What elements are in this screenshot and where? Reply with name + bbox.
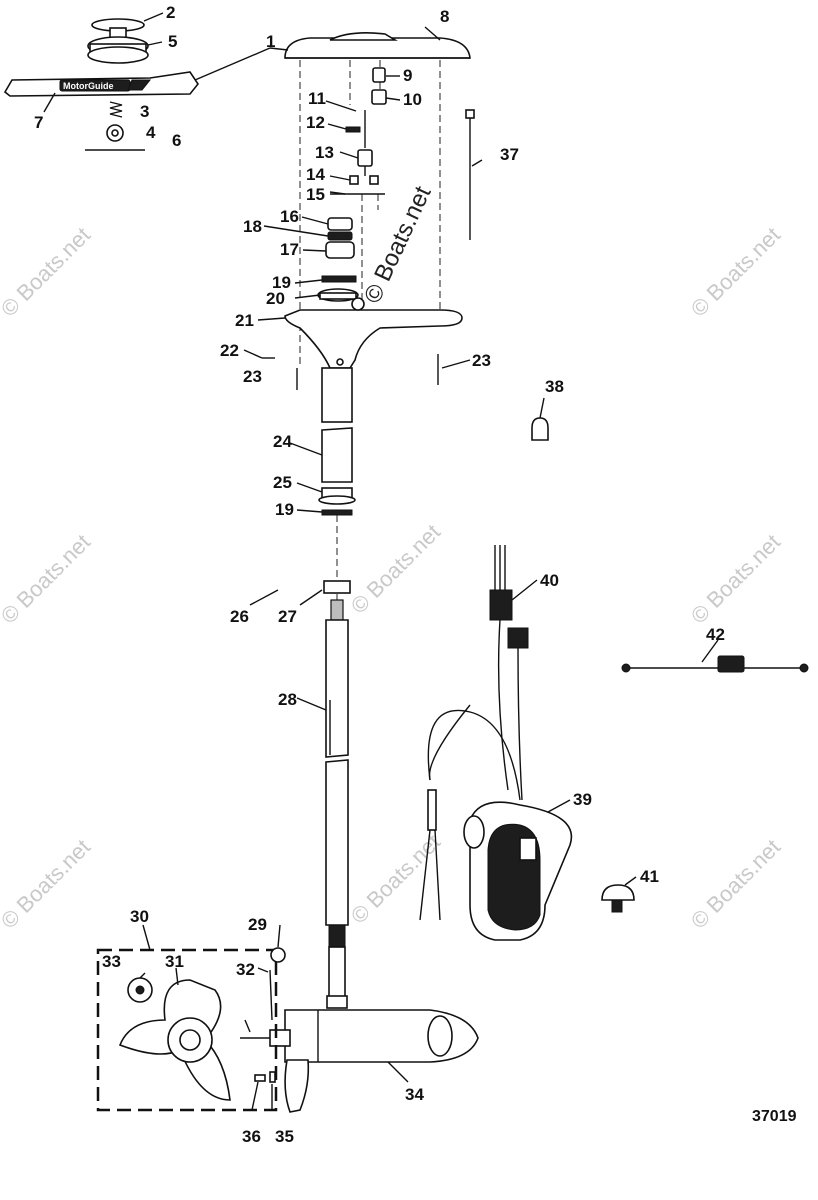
figure-number: 37019 — [752, 1108, 797, 1125]
callout-39: 39 — [573, 790, 592, 809]
head-cover-assembly: MotorGuide — [3, 18, 199, 151]
callout-9: 9 — [403, 66, 412, 85]
callout-10: 10 — [403, 90, 422, 109]
callout-19-upper: 19 — [272, 273, 291, 292]
callout-42: 42 — [706, 625, 725, 644]
callout-3: 3 — [140, 102, 149, 121]
callout-13: 13 — [315, 143, 334, 162]
callout-35: 35 — [275, 1127, 294, 1146]
foot-pedal-harness — [419, 545, 573, 941]
callout-8: 8 — [440, 7, 449, 26]
callout-21: 21 — [235, 311, 254, 330]
callout-34: 34 — [405, 1085, 424, 1104]
watermark: © Boats.net — [0, 222, 95, 321]
callout-36: 36 — [242, 1127, 261, 1146]
callout-29: 29 — [248, 915, 267, 934]
watermark-center: © Boats.net — [359, 182, 437, 308]
callout-15: 15 — [306, 185, 325, 204]
callout-17: 17 — [280, 240, 299, 259]
watermark: © Boats.net — [0, 834, 95, 933]
watermark: © Boats.net — [686, 529, 785, 628]
bearing-stack — [317, 217, 359, 302]
callout-4: 4 — [146, 123, 156, 142]
watermark: © Boats.net — [346, 829, 445, 928]
callout-31: 31 — [165, 952, 184, 971]
propeller-kit — [96, 947, 286, 1112]
leader-lines — [43, 12, 719, 1111]
shaft-column — [318, 367, 356, 1009]
callout-18: 18 — [243, 217, 262, 236]
indicator-bulb — [531, 417, 549, 441]
motorguide-logo: MotorGuide — [63, 81, 114, 91]
watermarks: © Boats.net © Boats.net © Boats.net © Bo… — [0, 182, 785, 934]
callout-2: 2 — [166, 3, 175, 22]
callout-12: 12 — [306, 113, 325, 132]
power-lead — [621, 655, 809, 673]
switch-components — [330, 67, 387, 300]
callout-33: 33 — [102, 952, 121, 971]
callout-7: 7 — [34, 113, 43, 132]
callout-6: 6 — [172, 131, 181, 150]
callout-26: 26 — [230, 607, 249, 626]
callout-25: 25 — [273, 473, 292, 492]
watermark: © Boats.net — [0, 529, 95, 628]
callout-32: 32 — [236, 960, 255, 979]
watermark: © Boats.net — [686, 834, 785, 933]
callout-labels: 1 2 3 4 5 6 7 8 9 10 11 12 13 14 15 16 1… — [34, 3, 725, 1146]
callout-1: 1 — [266, 32, 275, 51]
callout-22: 22 — [220, 341, 239, 360]
callout-5: 5 — [168, 32, 177, 51]
callout-24: 24 — [273, 432, 292, 451]
pedal-button — [601, 884, 635, 913]
callout-14: 14 — [306, 165, 325, 184]
callout-19-lower: 19 — [275, 500, 294, 519]
callout-28: 28 — [278, 690, 297, 709]
cable-tie — [465, 109, 475, 240]
callout-23-right: 23 — [472, 351, 491, 370]
callout-11: 11 — [308, 89, 326, 108]
callout-40: 40 — [540, 571, 559, 590]
callout-20: 20 — [266, 289, 285, 308]
callout-23-left: 23 — [243, 367, 262, 386]
callout-27: 27 — [278, 607, 297, 626]
mount-bracket — [262, 297, 463, 390]
callout-41: 41 — [640, 867, 659, 886]
callout-38: 38 — [545, 377, 564, 396]
watermark: © Boats.net — [686, 222, 785, 321]
trolling-motor-unit — [240, 1009, 479, 1113]
callout-30: 30 — [130, 907, 149, 926]
watermark: © Boats.net — [346, 519, 445, 618]
callout-16: 16 — [280, 207, 299, 226]
callout-37: 37 — [500, 145, 519, 164]
